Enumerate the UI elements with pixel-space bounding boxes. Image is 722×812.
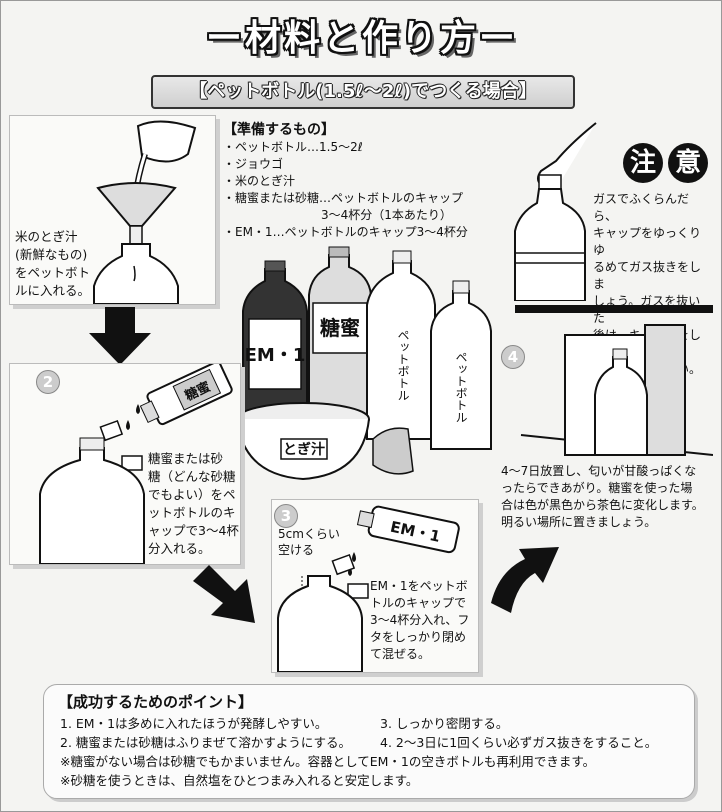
arrow-diagonal-down-icon [193, 565, 255, 623]
tip-2: 2. 糖蜜または砂糖はふりまぜて溶かすようにする。 [60, 735, 352, 750]
caution-badge-group: 注 意 [623, 143, 709, 183]
funnel-pouring-illustration [93, 120, 197, 304]
step3-panel: 3 5cmくらい 空ける EM・1 EM・1をペットボ トルのキャップで 3〜4… [271, 499, 479, 673]
arrow-up-right-icon [491, 547, 559, 613]
step4-text: 4〜7日放置し、匂いが甘酸っぱくな ったらできあがり。糖蜜を使った場 合は色が黒… [501, 464, 704, 529]
tip-3: 3. しっかり密閉する。 [380, 716, 509, 731]
preparation-list: 【準備するもの】 ・ペットボトル…1.5〜2ℓ ・ジョウゴ ・米のとぎ汁 ・糖蜜… [223, 119, 523, 241]
tip-1: 1. EM・1は多めに入れたほうが発酵しやすい。 [60, 716, 328, 731]
space-note: 5cmくらい 空ける [278, 527, 340, 557]
page-title: ー材料と作り方ー [205, 18, 518, 59]
em1-bottle-label: EM・1 [245, 345, 306, 366]
step4-panel: 4 4〜7日放置し、匂いが甘酸っぱくな ったらできあがり。糖蜜を使った場 合は色… [495, 305, 713, 537]
caution-badge-1: 注 [623, 143, 663, 183]
pouring-molasses-illustration: 糖蜜 [39, 364, 233, 564]
molasses-bottle-label: 糖蜜 [320, 316, 360, 340]
step2-number: 2 [36, 370, 60, 394]
tip-4: 4. 2〜3日に1回くらい必ずガス抜きをすること。 [380, 735, 658, 750]
step2-panel: 2 糖蜜 糖蜜または砂 糖（どんな砂糖 でもよい）をペ ットボトルのキ [9, 363, 241, 565]
bottle-in-room-illustration [515, 305, 713, 456]
prep-item: ・EM・1…ペットボトルのキャップ3〜4杯分 [223, 225, 468, 239]
step3-number: 3 [274, 504, 298, 528]
pouring-em1-illustration: EM・1 [277, 505, 460, 672]
step1-panel: 米のとぎ汁 (新鮮なもの) をペットボト ルに入れる。 [9, 115, 216, 305]
step1-text: 米のとぎ汁 (新鮮なもの) をペットボト ルに入れる。 [15, 229, 91, 298]
caution-panel: 注 意 ガスでふくらんだら、 キャップをゆっくりゆ るめてガス抜きをしま しょう… [501, 113, 711, 376]
step4-number: 4 [501, 345, 525, 369]
pet-bottle-label-2: ペットボトル [454, 351, 468, 423]
page-subtitle: 【ペットボトル(1.5ℓ〜2ℓ)でつくる場合】 [151, 75, 575, 109]
step3-text: EM・1をペットボ トルのキャップで 3〜4杯分入れ、フ タをしっかり閉め て混… [370, 579, 470, 661]
tips-box: 【成功するためのポイント】 1. EM・1は多めに入れたほうが発酵しやすい。 3… [43, 684, 695, 799]
step2-text: 糖蜜または砂 糖（どんな砂糖 でもよい）をペ ットボトルのキ ャップで3〜4杯 … [148, 451, 239, 556]
tip-note-2: ※砂糖を使うときは、自然塩をひとつまみ入れると安定します。 [60, 773, 419, 788]
tips-heading: 【成功するためのポイント】 [58, 693, 254, 711]
caution-badge-2: 意 [668, 143, 709, 183]
prep-item: ・米のとぎ汁 [223, 174, 296, 188]
bowl-label: とぎ汁 [283, 441, 325, 458]
arrow-down-icon [89, 307, 151, 365]
tip-note-1: ※糖蜜がない場合は砂糖でもかまいません。容器としてEM・1の空きボトルも再利用で… [60, 754, 596, 769]
prep-item: ・ジョウゴ [223, 157, 284, 171]
hand-opening-cap-illustration [514, 122, 597, 301]
materials-illustration: EM・1 糖蜜 ペットボトル ペットボトル とぎ汁 [236, 246, 492, 481]
pet-bottle-label-1: ペットボトル [396, 329, 410, 401]
prep-item: 3〜4杯分（1本あたり） [321, 208, 452, 222]
prep-item: ・ペットボトル…1.5〜2ℓ [223, 140, 363, 154]
preparation-heading: 【準備するもの】 [223, 122, 335, 138]
prep-item: ・糖蜜または砂糖…ペットボトルのキャップ [223, 191, 464, 205]
